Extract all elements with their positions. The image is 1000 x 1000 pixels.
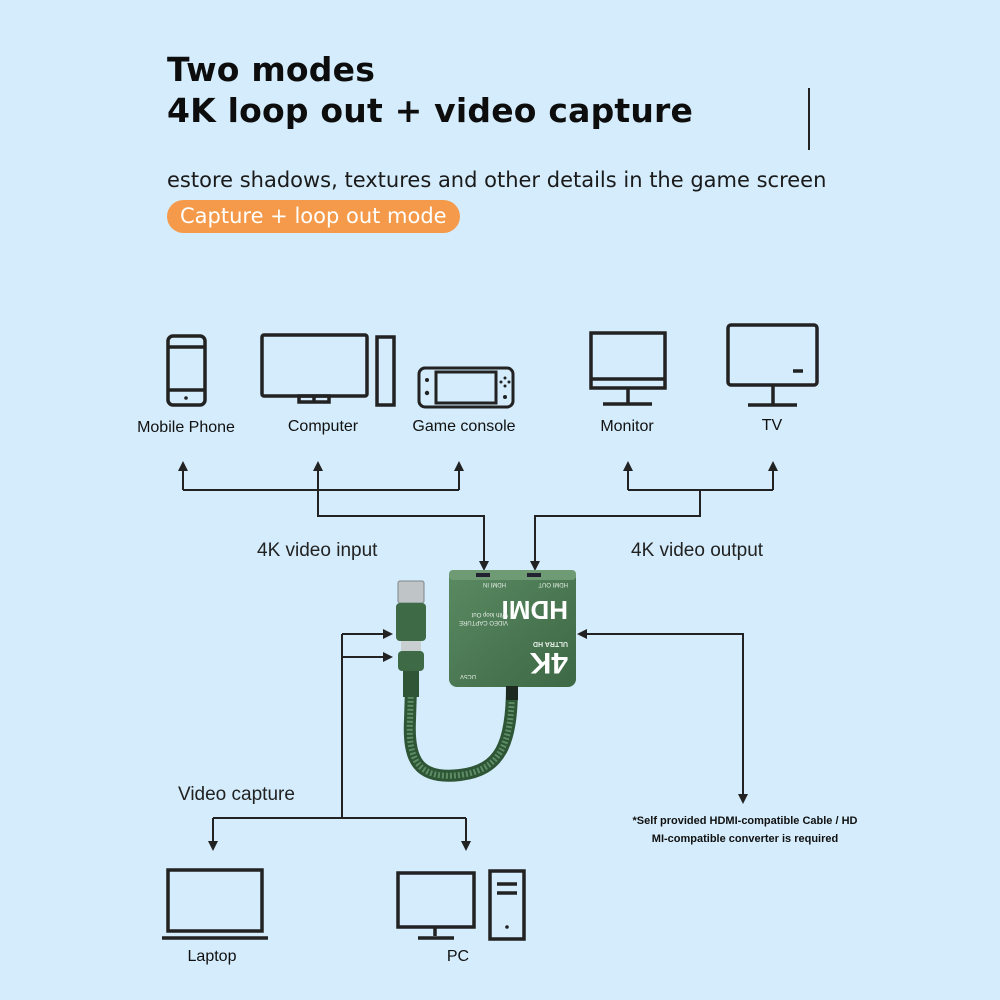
note-line-2: MI-compatible converter is required xyxy=(610,833,880,845)
flow-input-label: 4K video input xyxy=(257,540,377,562)
label-pc: PC xyxy=(418,948,498,966)
computer-icon xyxy=(262,335,394,405)
label-computer: Computer xyxy=(268,418,378,436)
device-sub: VIDEO CAPTURE xyxy=(459,619,508,625)
tv-icon xyxy=(728,325,817,405)
device-brand: HDMI xyxy=(502,594,568,625)
label-tv: TV xyxy=(732,417,812,435)
monitor-icon xyxy=(591,333,665,404)
label-monitor: Monitor xyxy=(577,418,677,436)
device-resolution: 4K xyxy=(530,645,568,679)
label-laptop: Laptop xyxy=(162,948,262,966)
device-res-sub: ULTRA HD xyxy=(533,640,568,647)
device-power-label: DC5V xyxy=(460,673,476,679)
capture-connector-lines xyxy=(213,634,466,846)
device-port-in-label: HDMI IN xyxy=(483,581,506,587)
device-face: HDMI OUT HDMI IN HDMI VIDEO CAPTURE With… xyxy=(449,570,576,687)
device-sub2: With loop Out xyxy=(472,611,508,617)
hdmi-cable-connector-line xyxy=(582,634,743,799)
game-console-icon xyxy=(419,368,513,407)
label-game-console: Game console xyxy=(404,418,524,436)
device-port-out-label: HDMI OUT xyxy=(538,581,568,587)
laptop-icon xyxy=(162,870,268,938)
pc-icon xyxy=(398,871,524,939)
flow-capture-label: Video capture xyxy=(178,784,295,806)
note-line-1: *Self provided HDMI-compatible Cable / H… xyxy=(610,815,880,827)
mobile-phone-icon xyxy=(168,336,205,405)
label-mobile-phone: Mobile Phone xyxy=(131,419,241,437)
flow-output-label: 4K video output xyxy=(631,540,763,562)
